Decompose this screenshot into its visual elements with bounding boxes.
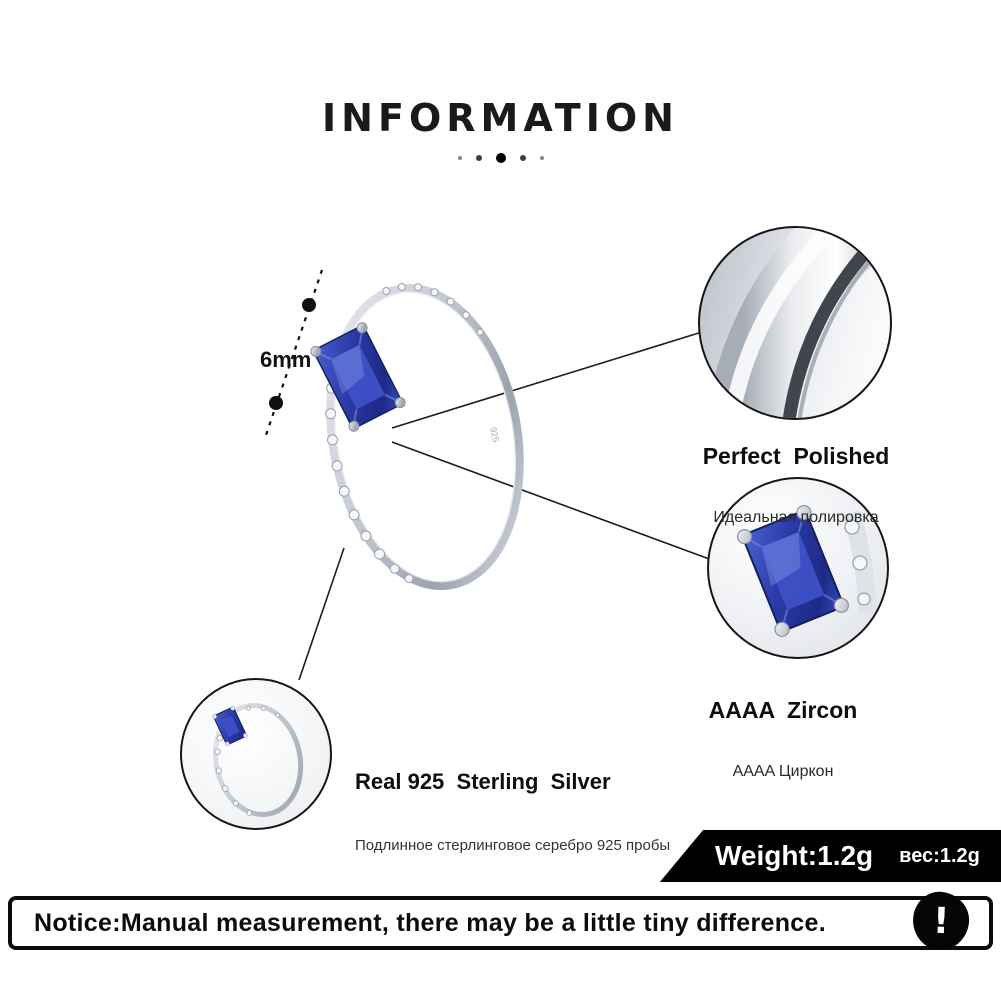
polished-title: Perfect Polished — [702, 443, 890, 469]
notice-text: Notice:Manual measurement, there may be … — [34, 908, 826, 937]
weight-value-en: Weight:1.2g — [715, 840, 874, 871]
zircon-subtitle: AAAA Циркон — [732, 763, 834, 780]
mini-center-stone — [212, 705, 248, 747]
band-hallmark: 925 — [488, 426, 501, 443]
silver-ring-mini — [212, 702, 304, 818]
polished-callout-label: Perfect Polished Идеальная полировка — [640, 407, 952, 563]
exclamation-icon: ! — [910, 889, 972, 953]
zircon-stone — [736, 505, 850, 637]
weight-value-ru: вес:1.2g — [899, 844, 980, 867]
page-title: INFORMATION — [322, 96, 679, 140]
ring-center-stone — [310, 322, 406, 432]
stone-width-label: 6mm — [260, 347, 312, 372]
divider-dot — [519, 155, 526, 161]
silver-title: Real 925 Sterling Silver — [355, 769, 611, 794]
weight-banner: Weight:1.2g вес:1.2g — [659, 830, 1001, 882]
silver-callout-label: Real 925 Sterling Silver Подлинное стерл… — [355, 733, 670, 890]
zircon-stone-macro — [736, 505, 876, 637]
callout-lines — [298, 331, 713, 681]
divider-dot — [539, 156, 544, 160]
silver-subtitle: Подлинное стерлинговое серебро 925 пробы — [355, 837, 671, 854]
polished-detail-photo — [698, 226, 892, 420]
zircon-title: AAAA Zircon — [708, 697, 858, 723]
polished-subtitle: Идеальная полировка — [713, 509, 879, 526]
main-ring: 925 — [310, 282, 524, 591]
polished-band-macro — [705, 228, 890, 418]
title-divider-dots — [0, 153, 1001, 163]
zircon-detail-photo — [707, 477, 889, 659]
mini-pave-stones — [214, 705, 281, 816]
divider-dot — [457, 156, 462, 160]
exclamation-glyph: ! — [932, 900, 950, 942]
divider-dot — [495, 153, 506, 163]
zircon-callout-label: AAAA Zircon AAAA Циркон — [638, 661, 928, 817]
notice-bar: Notice:Manual measurement, there may be … — [8, 889, 993, 953]
stone-width-measurement — [263, 269, 324, 439]
divider-dot — [475, 155, 482, 161]
silver-ring-photo — [180, 678, 332, 830]
